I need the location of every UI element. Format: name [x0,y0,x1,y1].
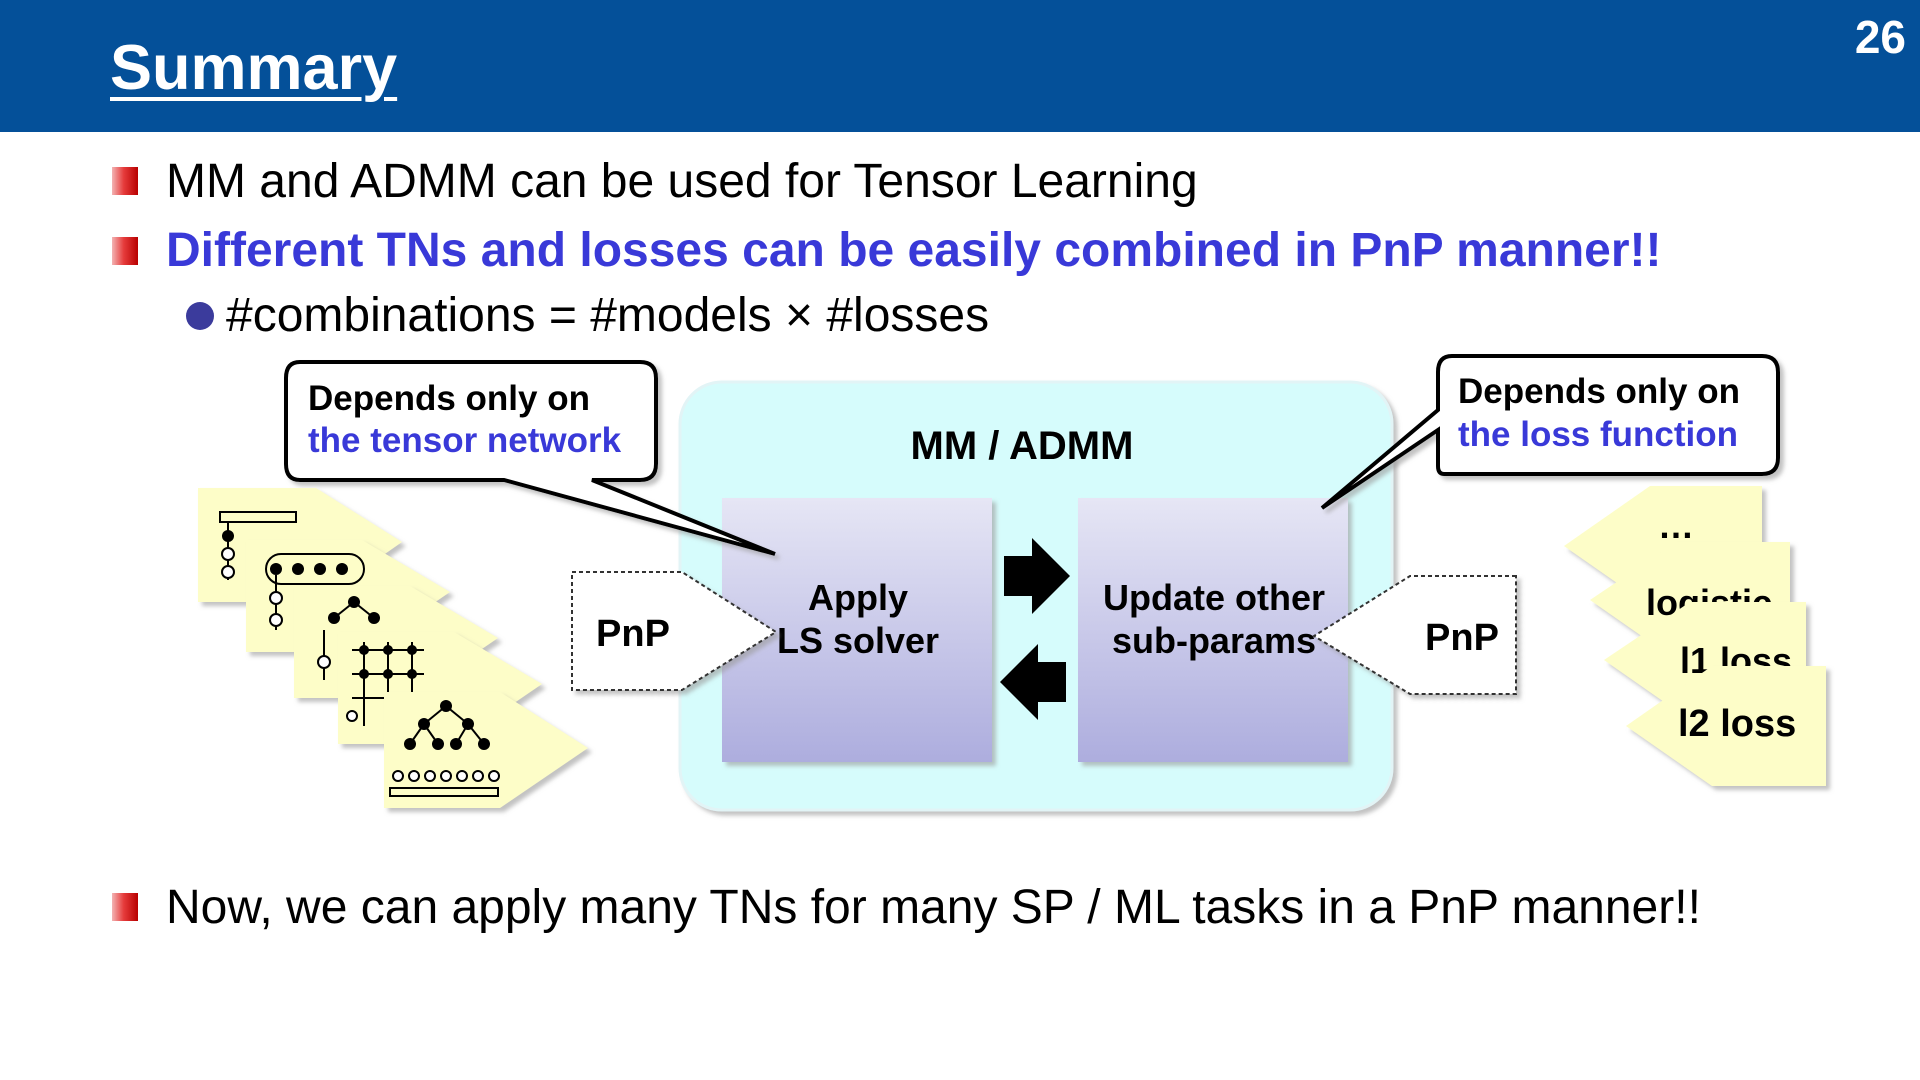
tensor-network-card-5 [384,692,588,808]
loss-card-ellipsis-label: … [1658,505,1694,546]
right-callout-bubble [1320,354,1780,510]
sub-params-line1: Update other [1103,577,1325,618]
left-arrow-icon [1000,644,1066,720]
container-title: MM / ADMM [911,424,1134,468]
red-square-bullet-icon [112,167,138,195]
right-callout-line1: Depends only on [1458,372,1740,411]
loss-card-l2-label: l2 loss [1678,703,1796,745]
ls-solver-line1: Apply [808,577,908,618]
left-pnp-connector [571,571,778,691]
title-bar [0,0,1920,132]
red-square-bullet-icon [112,237,138,265]
left-callout-line1: Depends only on [308,379,590,418]
ls-solver-line2: LS solver [777,620,939,661]
bullet-item-2: Different TNs and losses can be easily c… [166,224,1662,277]
circle-bullet-icon [186,302,214,330]
slide-title: Summary [110,33,398,103]
sub-bullet-combinations: #combinations = #models × #losses [226,289,990,342]
right-arrow-icon [1004,538,1070,614]
page-number: 26 [1854,11,1906,63]
left-callout-line2: the tensor network [308,421,622,460]
loss-card-l2: l2 loss [1626,666,1826,786]
sub-params-line2: sub-params [1112,620,1316,661]
right-pnp-connector [1312,575,1517,695]
sub-params-box [1078,498,1348,762]
right-callout-line2: the loss function [1458,415,1738,454]
bullet-item-1: MM and ADMM can be used for Tensor Learn… [166,155,1198,208]
left-pnp-label: PnP [596,613,670,655]
right-pnp-label: PnP [1425,617,1499,659]
bullet-item-4: Now, we can apply many TNs for many SP /… [166,881,1701,934]
pnp-diagram: MM / ADMM Apply LS solver Update other s… [198,354,1826,812]
red-square-bullet-icon [112,893,138,921]
left-callout-bubble [284,360,776,556]
